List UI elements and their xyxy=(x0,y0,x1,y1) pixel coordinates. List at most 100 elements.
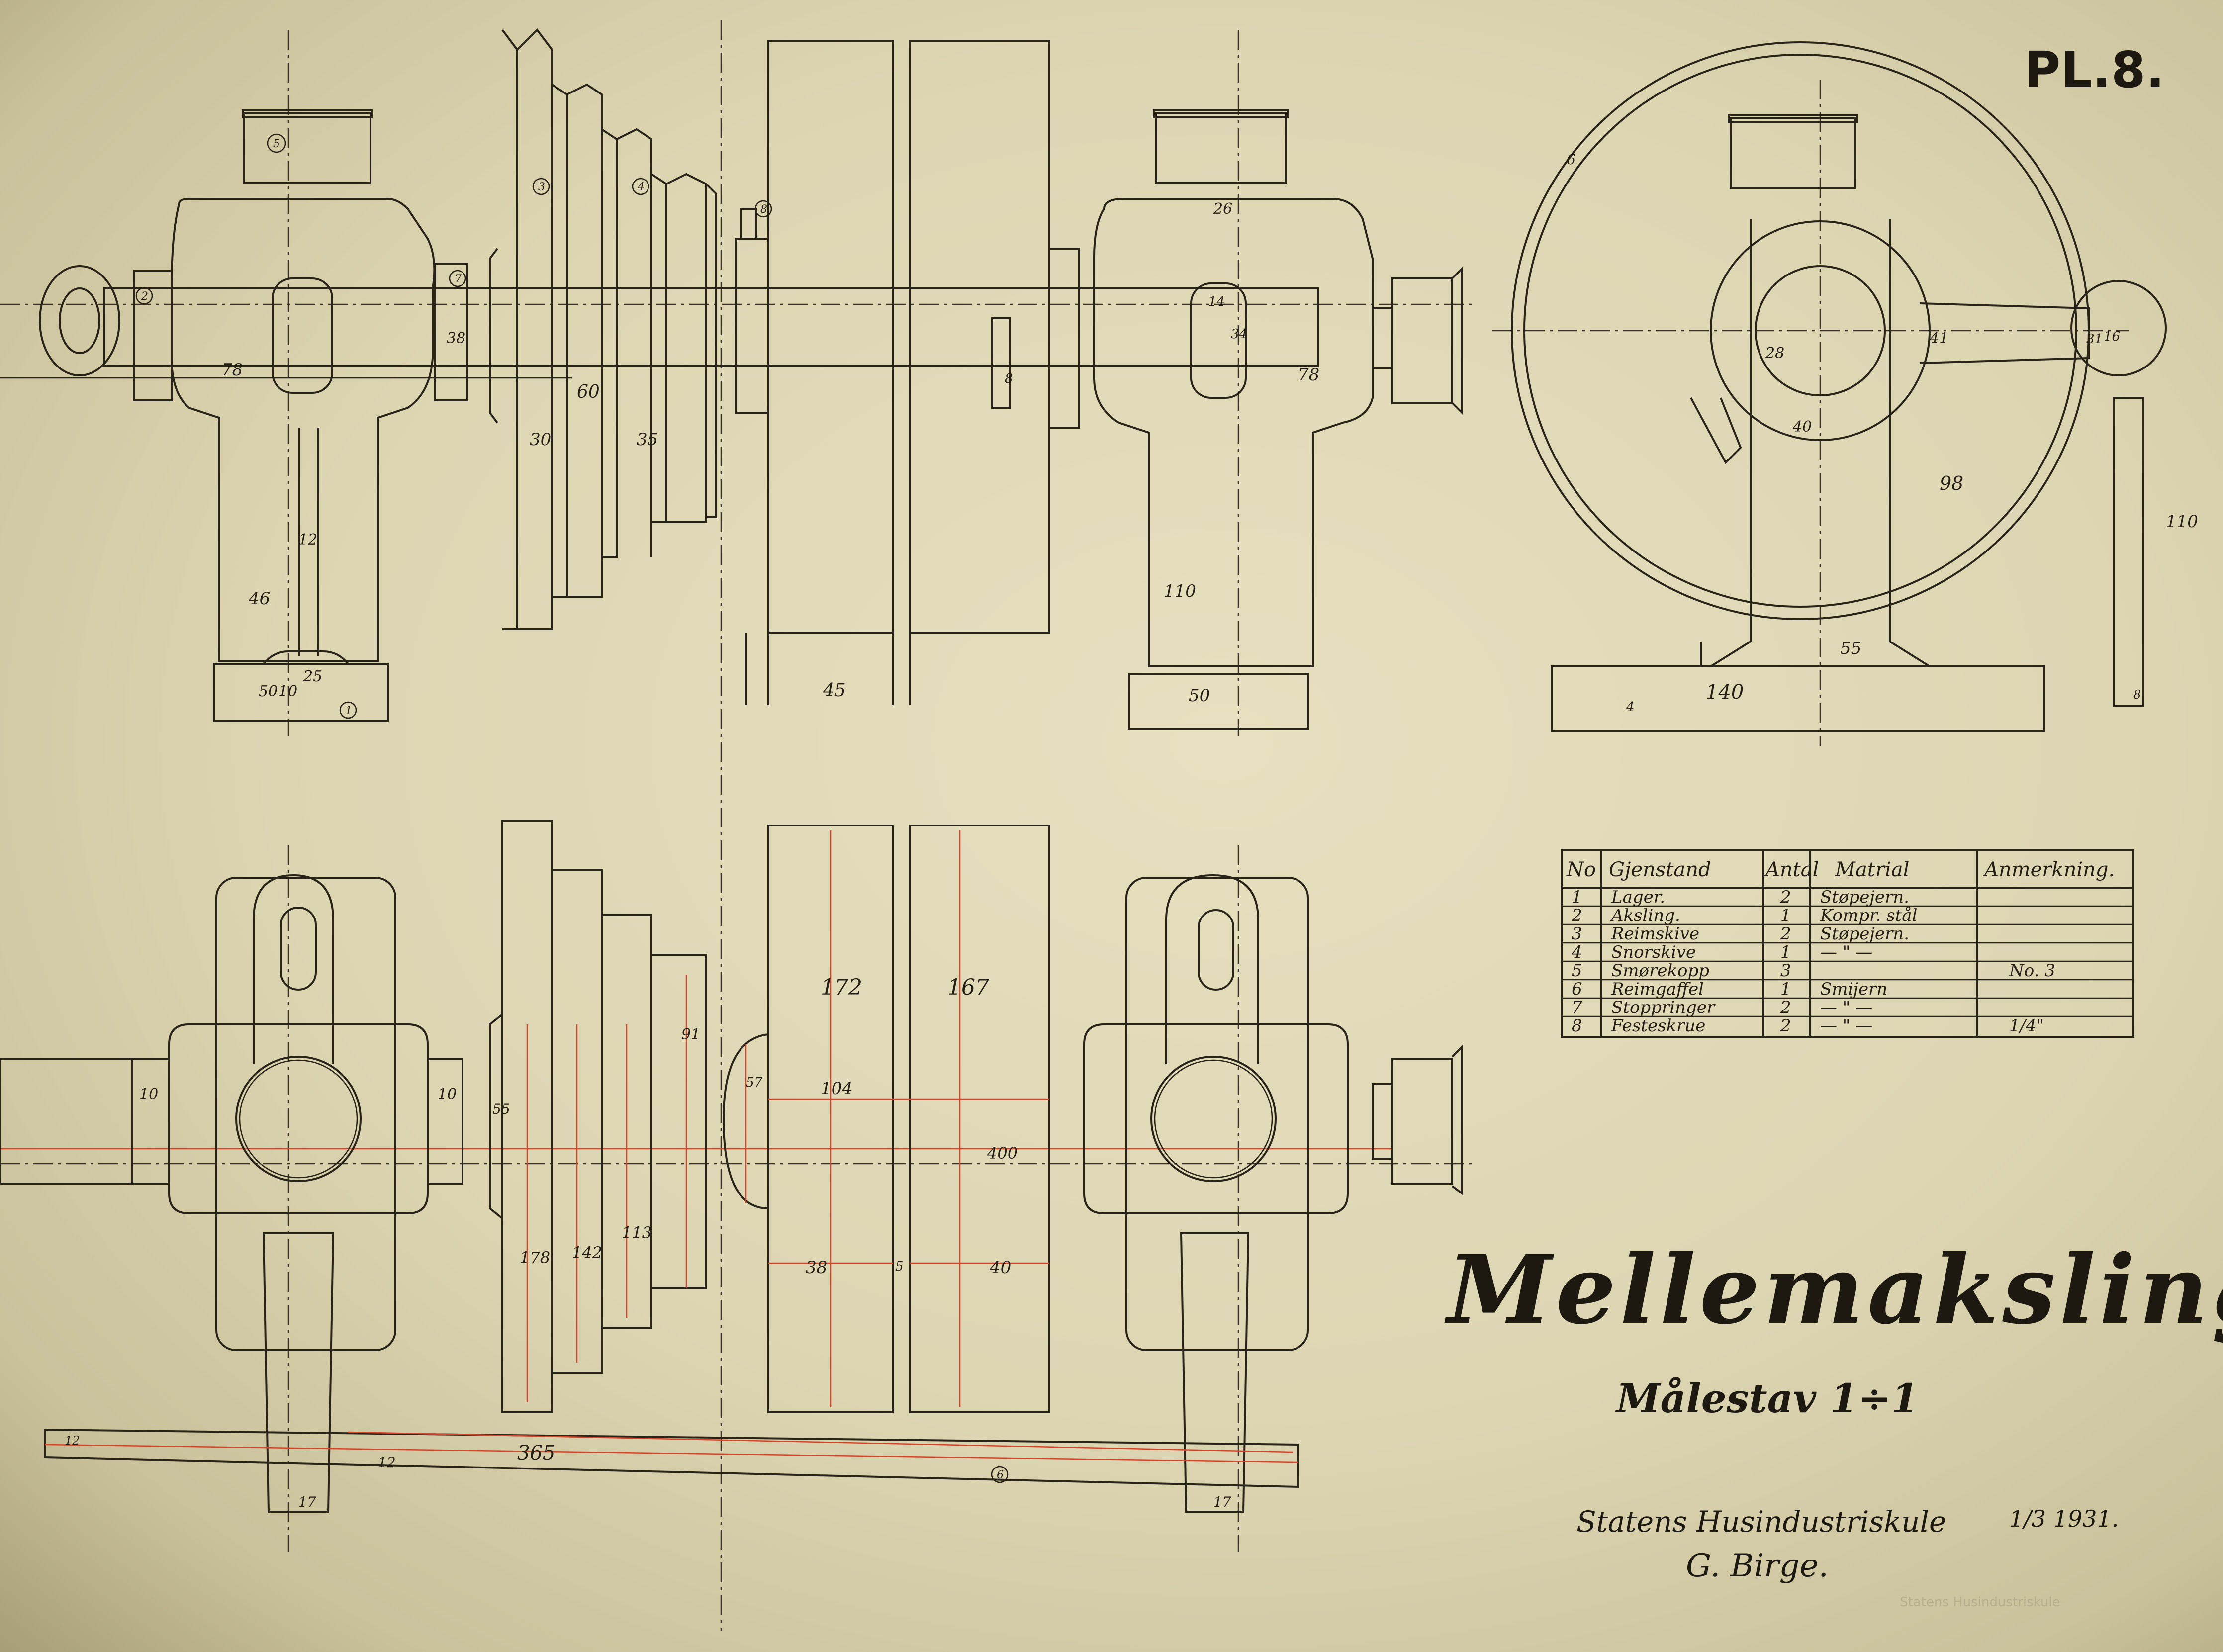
dim-17b: 17 xyxy=(1213,1494,1231,1510)
table-row: 8 Festeskrue 2 — " — 1/4" xyxy=(1572,1016,2044,1036)
sheet-number: PL.8. xyxy=(2024,41,2165,99)
dim-50b: 50 xyxy=(1189,686,1210,706)
row-note: No. 3 xyxy=(2009,961,2055,981)
dim-31: 31 xyxy=(2086,332,2103,347)
row-qty: 1 xyxy=(1780,906,1791,925)
table-row: 7 Stoppringer 2 — " — xyxy=(1572,998,1872,1017)
dim-78a: 78 xyxy=(221,360,243,380)
dim-104: 104 xyxy=(821,1079,853,1099)
table-row: 3 Reimskive 2 Støpejern. xyxy=(1572,924,1909,944)
shaft-eye-end xyxy=(39,265,120,376)
row-no: 1 xyxy=(1572,887,1582,907)
drawing-title: Mellemaksling xyxy=(1444,1234,2223,1345)
dim-12b: 12 xyxy=(378,1454,396,1470)
table-row: 2 Aksling. 1 Kompr. stål xyxy=(1571,906,1917,925)
row-item: Reimskive xyxy=(1611,924,1699,944)
left-bearing-front xyxy=(133,109,468,722)
balloon-2: 2 xyxy=(141,290,148,303)
red-dimension-lines xyxy=(348,830,1294,1453)
dim-91: 91 xyxy=(681,1026,700,1043)
row-material: — " — xyxy=(1820,942,1872,962)
dim-30: 30 xyxy=(530,430,551,450)
dim-41: 41 xyxy=(1929,330,1948,347)
row-material: Kompr. stål xyxy=(1820,906,1917,925)
row-item: Snorskive xyxy=(1611,942,1696,962)
row-qty: 2 xyxy=(1780,1016,1791,1036)
dim-40a: 40 xyxy=(1792,418,1812,436)
drawing-date: 1/3 1931. xyxy=(2009,1505,2119,1532)
dim-12c: 12 xyxy=(65,1434,80,1448)
dim-35: 35 xyxy=(637,430,658,450)
row-item: Smørekopp xyxy=(1611,961,1709,981)
table-row: 4 Snorskive 1 — " — xyxy=(1571,942,1872,962)
balloon-5: 5 xyxy=(273,138,280,150)
table-header-qty: Antal xyxy=(1763,858,1819,881)
dim-25: 25 xyxy=(303,668,322,685)
dim-38b: 38 xyxy=(806,1258,827,1278)
dim-10a: 10 xyxy=(278,683,297,700)
dim-55: 55 xyxy=(1840,639,1861,658)
right-bearing-front xyxy=(1093,109,1463,730)
dim-8b: 8 xyxy=(2133,688,2141,702)
stamp-text: Statens Husindustriskule xyxy=(1900,1595,2060,1610)
row-qty: 2 xyxy=(1780,924,1791,944)
dim-178: 178 xyxy=(520,1248,550,1267)
dim-55b: 55 xyxy=(492,1101,510,1117)
dim-8a: 8 xyxy=(1005,371,1013,386)
row-qty: 2 xyxy=(1780,998,1791,1017)
row-item: Festeskrue xyxy=(1611,1016,1705,1036)
dim-26: 26 xyxy=(1213,200,1232,218)
balloon-7: 7 xyxy=(455,273,462,285)
dim-110b: 110 xyxy=(2166,512,2198,532)
dim-34: 34 xyxy=(1231,327,1247,342)
row-no: 5 xyxy=(1572,961,1582,981)
balloon-6: 6 xyxy=(997,1469,1004,1481)
dim-172: 172 xyxy=(821,975,862,1000)
dimension-labels: 78 38 60 30 35 12 46 25 50 10 45 26 14 3… xyxy=(65,151,2198,1510)
dim-6: 6 xyxy=(1567,151,1575,168)
row-item: Aksling. xyxy=(1610,906,1680,925)
dim-140: 140 xyxy=(1706,681,1744,704)
row-material: — " — xyxy=(1820,998,1872,1017)
dim-60: 60 xyxy=(577,382,600,402)
row-no: 2 xyxy=(1571,906,1582,925)
dim-14: 14 xyxy=(1208,294,1225,309)
dim-78b: 78 xyxy=(1298,365,1319,385)
table-header-no: No xyxy=(1566,858,1596,881)
shaft-front xyxy=(103,287,1319,367)
row-no: 7 xyxy=(1572,998,1582,1017)
balloon-3: 3 xyxy=(538,181,545,193)
balloon-8: 8 xyxy=(760,203,767,216)
dim-4: 4 xyxy=(1626,700,1635,715)
table-row: 5 Smørekopp 3 No. 3 xyxy=(1572,961,2055,981)
school-name: Statens Husindustriskule xyxy=(1576,1505,1946,1539)
step-pulley-front xyxy=(489,28,717,630)
dim-113: 113 xyxy=(622,1223,652,1242)
flat-pulleys-front xyxy=(735,40,1080,705)
dim-57: 57 xyxy=(746,1075,763,1090)
dim-38: 38 xyxy=(447,330,465,347)
row-qty: 1 xyxy=(1780,942,1791,962)
dim-28: 28 xyxy=(1765,345,1784,362)
row-no: 3 xyxy=(1572,924,1582,944)
row-material: Støpejern. xyxy=(1820,924,1909,944)
dim-142: 142 xyxy=(572,1243,602,1262)
table-header-material: Matrial xyxy=(1835,858,1909,881)
dim-110a: 110 xyxy=(1164,581,1196,601)
plan-view xyxy=(0,820,1463,1513)
dim-167: 167 xyxy=(947,975,989,1000)
row-item: Reimgaffel xyxy=(1611,979,1704,999)
dim-16: 16 xyxy=(2104,329,2120,344)
row-no: 6 xyxy=(1572,979,1582,999)
centerlines xyxy=(0,20,2129,1631)
row-qty: 1 xyxy=(1780,979,1791,999)
drawing-scale: Målestav 1÷1 xyxy=(1615,1375,1919,1422)
dim-98: 98 xyxy=(1940,472,1963,494)
dim-17a: 17 xyxy=(298,1494,316,1510)
row-material: Smijern xyxy=(1820,979,1887,999)
row-no: 8 xyxy=(1572,1016,1582,1036)
dim-45: 45 xyxy=(823,680,846,701)
part-balloons: 5 2 3 4 8 7 1 6 xyxy=(135,133,1009,1483)
dim-12a: 12 xyxy=(298,531,317,549)
